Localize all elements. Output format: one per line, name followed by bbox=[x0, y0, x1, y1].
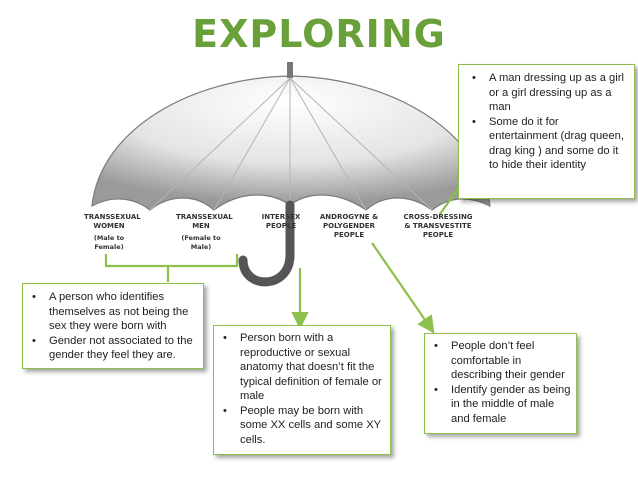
box-transsexual: A person who identifies themselves as no… bbox=[22, 283, 204, 369]
label-sub: (Male to Female) bbox=[93, 234, 125, 251]
label-text: INTERSEX PEOPLE bbox=[261, 213, 301, 230]
page-title: EXPLORING bbox=[192, 12, 446, 56]
transsexual-bracket bbox=[104, 254, 239, 282]
label-androgyne: ANDROGYNE & POLYGENDER PEOPLE bbox=[318, 213, 380, 240]
umbrella-tip bbox=[287, 62, 293, 78]
bullet-item: Identify gender as being in the middle o… bbox=[429, 383, 572, 427]
bullet-item: A person who identifies themselves as no… bbox=[27, 290, 199, 334]
box-androgyne: People don’t feel comfortable in describ… bbox=[424, 333, 577, 434]
arrow-androgyne bbox=[371, 242, 435, 334]
label-text: CROSS-DRESSING & TRANSVESTITE PEOPLE bbox=[403, 213, 473, 239]
bullet-item: Gender not associated to the gender they… bbox=[27, 334, 199, 363]
label-sub: (Female to Male) bbox=[181, 234, 221, 251]
umbrella-handle bbox=[238, 200, 295, 287]
label-text: TRANSSEXUAL MEN bbox=[176, 213, 233, 230]
label-text: TRANSSEXUAL WOMEN bbox=[84, 213, 141, 230]
box-intersex: Person born with a reproductive or sexua… bbox=[213, 325, 391, 455]
umbrella-canopy bbox=[91, 75, 491, 211]
bullet-item: People may be born with some XX cells an… bbox=[218, 404, 386, 448]
label-intersex: INTERSEX PEOPLE bbox=[259, 213, 303, 231]
bullet-item: A man dressing up as a girl or a girl dr… bbox=[467, 71, 628, 115]
label-transsexual-men: TRANSSEXUAL MEN (Female to Male) bbox=[176, 213, 233, 252]
bullet-item: Person born with a reproductive or sexua… bbox=[218, 331, 386, 404]
label-cross-dressing: CROSS-DRESSING & TRANSVESTITE PEOPLE bbox=[400, 213, 476, 240]
label-text: ANDROGYNE & POLYGENDER PEOPLE bbox=[319, 213, 379, 239]
umbrella-ribs bbox=[149, 77, 433, 211]
bullet-item: Some do it for entertainment (drag queen… bbox=[467, 115, 628, 173]
label-transsexual-women: TRANSSEXUAL WOMEN (Male to Female) bbox=[84, 213, 141, 252]
bullet-item: People don’t feel comfortable in describ… bbox=[429, 339, 572, 383]
box-cross-dressing: A man dressing up as a girl or a girl dr… bbox=[458, 64, 635, 199]
